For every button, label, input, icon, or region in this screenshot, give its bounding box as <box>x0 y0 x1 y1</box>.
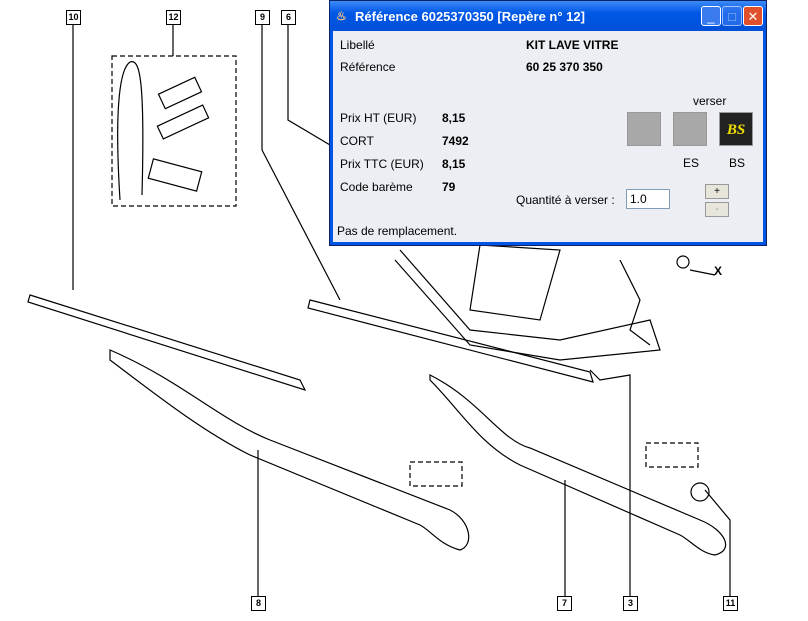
minus-button[interactable]: - <box>705 202 729 217</box>
quantite-input[interactable] <box>626 189 670 209</box>
es-label: ES <box>683 156 700 170</box>
title-bar[interactable]: ♨ Référence 6025370350 [Repère n° 12] <box>330 1 766 31</box>
bs-icon-button[interactable]: BS <box>719 112 753 146</box>
reference-label: Référence <box>340 60 396 74</box>
wiper-blade-left <box>27 24 307 392</box>
plus-button[interactable]: + <box>705 184 729 199</box>
quantite-label: Quantité à verser : <box>516 193 615 207</box>
callout-10[interactable]: 10 <box>66 10 81 25</box>
code-bareme-label: Code barème <box>340 180 413 194</box>
axis-x-label: X <box>714 264 723 278</box>
libelle-value: KIT LAVE VITRE <box>526 38 619 52</box>
minimize-button[interactable]: _ <box>701 6 721 26</box>
callout-9[interactable]: 9 <box>255 10 270 25</box>
wiper-blade-right <box>261 24 594 383</box>
kit-box-12 <box>111 55 237 207</box>
linkage <box>394 244 710 502</box>
status-text: Pas de remplacement. <box>337 224 458 238</box>
catalog-icon-button[interactable] <box>627 112 661 146</box>
cort-label: CORT <box>340 134 374 148</box>
callout-6[interactable]: 6 <box>281 10 296 25</box>
close-button[interactable]: ✕ <box>743 6 763 26</box>
prix-ttc-label: Prix TTC (EUR) <box>340 157 424 171</box>
verser-label: verser <box>693 94 727 108</box>
cort-value: 7492 <box>442 134 469 148</box>
wiper-arm-left <box>109 349 470 596</box>
reference-dialog: ♨ Référence 6025370350 [Repère n° 12] _ … <box>329 0 767 246</box>
libelle-label: Libellé <box>340 38 375 52</box>
callout-7[interactable]: 7 <box>557 596 572 611</box>
reference-value: 60 25 370 350 <box>526 60 603 74</box>
callout-11[interactable]: 11 <box>723 596 738 611</box>
es-icon-button[interactable] <box>673 112 707 146</box>
callout-8[interactable]: 8 <box>251 596 266 611</box>
dialog-title: Référence 6025370350 [Repère n° 12] <box>355 8 585 24</box>
bs-label: BS <box>729 156 746 170</box>
java-cup-icon: ♨ <box>336 9 347 23</box>
prix-ht-label: Prix HT (EUR) <box>340 111 417 125</box>
maximize-button[interactable]: □ <box>722 6 742 26</box>
prix-ht-value: 8,15 <box>442 111 466 125</box>
callout-12[interactable]: 12 <box>166 10 181 25</box>
prix-ttc-value: 8,15 <box>442 157 466 171</box>
wiper-arm-right <box>429 374 727 596</box>
callout-3[interactable]: 3 <box>623 596 638 611</box>
code-bareme-value: 79 <box>442 180 456 194</box>
